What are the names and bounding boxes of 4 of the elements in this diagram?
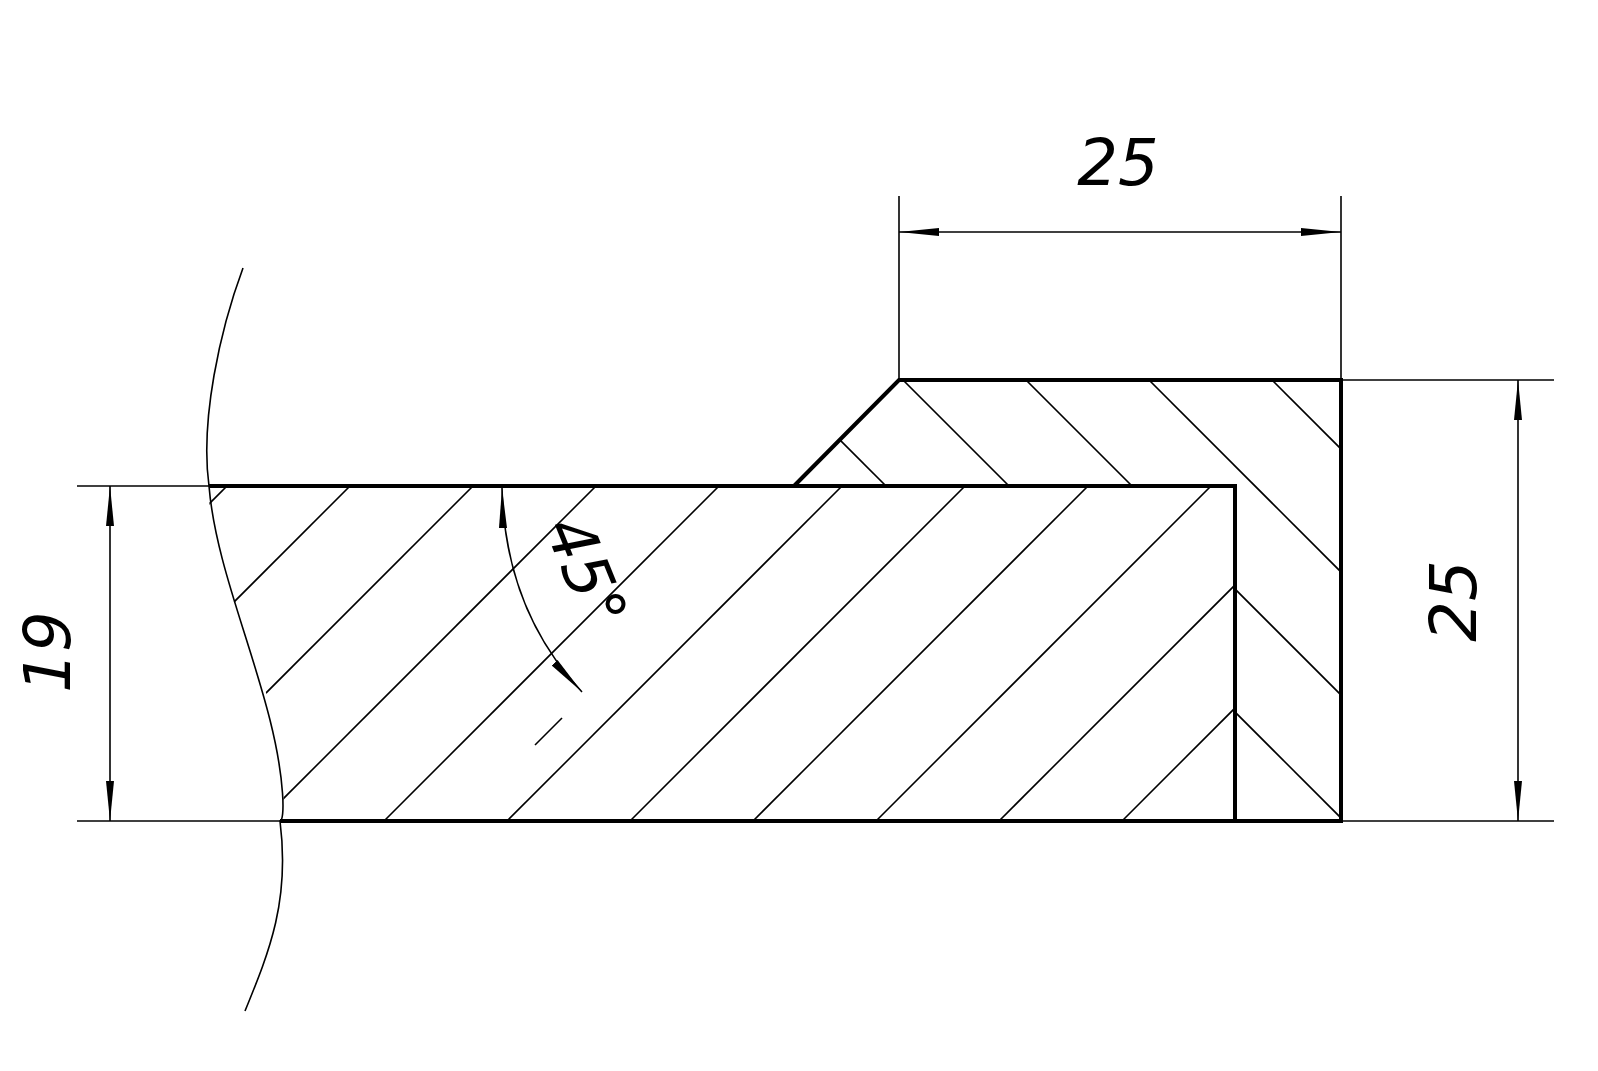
dimension-label: 25 — [1077, 131, 1159, 195]
dimension-label: 19 — [16, 611, 80, 693]
dimension-label: 25 — [1422, 560, 1486, 642]
angle-label: 45° — [535, 507, 637, 637]
